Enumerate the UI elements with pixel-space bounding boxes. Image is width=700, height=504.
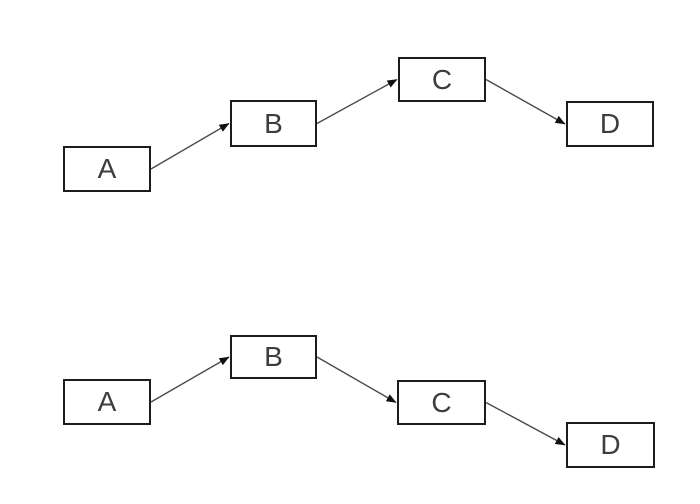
node-top-b: B [230, 100, 317, 147]
edge-top-chain-A-B [150, 122, 230, 170]
edge-bottom-chain-B-C [316, 356, 397, 404]
edge-top-chain-B-C [316, 78, 398, 125]
node-bottom-d: D [566, 422, 655, 468]
node-bottom-a: A [63, 379, 151, 425]
node-bottom-c: C [397, 380, 486, 425]
edge-top-chain-C-D [485, 78, 566, 125]
node-bottom-b: B [230, 335, 317, 379]
edge-bottom-chain-A-B [150, 356, 230, 403]
node-top-a: A [63, 146, 151, 192]
node-top-c: C [398, 57, 486, 102]
edge-bottom-chain-C-D [485, 401, 566, 446]
node-top-d: D [566, 101, 654, 147]
